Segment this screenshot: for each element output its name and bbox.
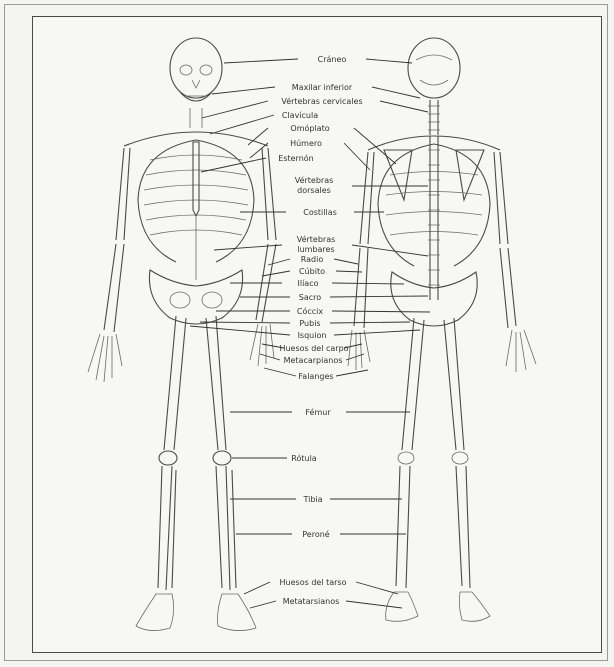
front-clavicle-right xyxy=(196,132,268,146)
skeleton-front xyxy=(88,38,276,631)
front-clavicle-left xyxy=(124,132,196,146)
front-patella-left xyxy=(159,451,177,465)
back-skull xyxy=(408,38,460,98)
back-femur-left xyxy=(402,318,424,450)
front-femur-right xyxy=(206,316,226,450)
back-spine xyxy=(430,136,438,300)
front-forearm-left xyxy=(104,244,124,332)
back-humerus-right xyxy=(494,152,508,244)
label-pubis: Pubis xyxy=(299,319,320,328)
label-maxilar: Maxilar inferior xyxy=(292,83,353,92)
label-craneo: Cráneo xyxy=(318,55,347,64)
front-foot-right xyxy=(218,594,257,631)
label-vertebras-lumbares-2: lumbares xyxy=(297,245,334,254)
back-tibia-right xyxy=(456,466,470,588)
label-clavicula: Clavícula xyxy=(282,111,318,120)
front-ribcage-left xyxy=(138,140,196,262)
front-ribcage-right xyxy=(196,140,254,262)
front-humerus-right xyxy=(268,148,276,240)
labels: Cráneo Maxilar inferior Vértebras cervic… xyxy=(278,55,362,606)
back-humerus-left xyxy=(360,152,374,244)
back-forearm-right xyxy=(500,248,516,328)
label-sacro: Sacro xyxy=(299,293,321,302)
back-tibia-left xyxy=(396,466,410,588)
label-vertebras-dorsales-1: Vértebras xyxy=(295,175,334,185)
front-skull xyxy=(170,38,222,98)
front-tibia-right xyxy=(216,466,236,590)
back-ribcage-left xyxy=(378,144,434,266)
label-tibia: Tibia xyxy=(302,495,322,504)
front-sternum xyxy=(193,142,199,216)
back-femur-right xyxy=(444,318,464,450)
back-hand-right xyxy=(506,330,536,372)
back-forearm-left xyxy=(354,248,368,328)
label-omoplato: Omóplato xyxy=(290,123,329,133)
front-patella-right xyxy=(213,451,231,465)
label-vertebras-dorsales-2: dorsales xyxy=(297,186,331,195)
label-vertebras-cervicales: Vértebras cervicales xyxy=(281,96,362,106)
label-carpo: Huesos del carpo xyxy=(279,344,348,353)
label-radio: Radio xyxy=(301,255,324,264)
front-tibia-left xyxy=(158,466,176,590)
label-costillas: Costillas xyxy=(303,208,337,217)
label-vertebras-lumbares-1: Vértebras xyxy=(297,234,336,244)
label-femur: Fémur xyxy=(305,407,331,417)
label-esternon: Esternón xyxy=(278,153,313,163)
label-isquion: Isquion xyxy=(298,331,327,340)
label-iliaco: Ilíaco xyxy=(298,279,319,288)
label-perone: Peroné xyxy=(302,529,330,539)
front-jaw xyxy=(180,92,212,101)
front-hand-left xyxy=(88,334,122,382)
back-foot-right xyxy=(459,592,490,621)
label-tarso: Huesos del tarso xyxy=(280,578,347,587)
label-cubito: Cúbito xyxy=(299,267,325,276)
back-hand-left xyxy=(348,330,370,370)
back-pelvis xyxy=(391,272,477,326)
front-foot-left xyxy=(136,594,174,631)
label-coccix: Cóccix xyxy=(297,306,324,316)
back-shoulder-right xyxy=(434,136,500,150)
front-femur-left xyxy=(164,316,186,450)
label-metacarpo: Metacarpianos xyxy=(284,356,343,365)
front-humerus-left xyxy=(116,148,124,240)
label-metatarso: Metatarsianos xyxy=(283,597,340,606)
front-hand-right xyxy=(250,324,274,366)
label-falanges: Falanges xyxy=(298,372,333,381)
back-ribcage-right xyxy=(434,144,490,266)
label-rotula: Rótula xyxy=(291,453,317,463)
label-humero: Húmero xyxy=(290,139,322,148)
